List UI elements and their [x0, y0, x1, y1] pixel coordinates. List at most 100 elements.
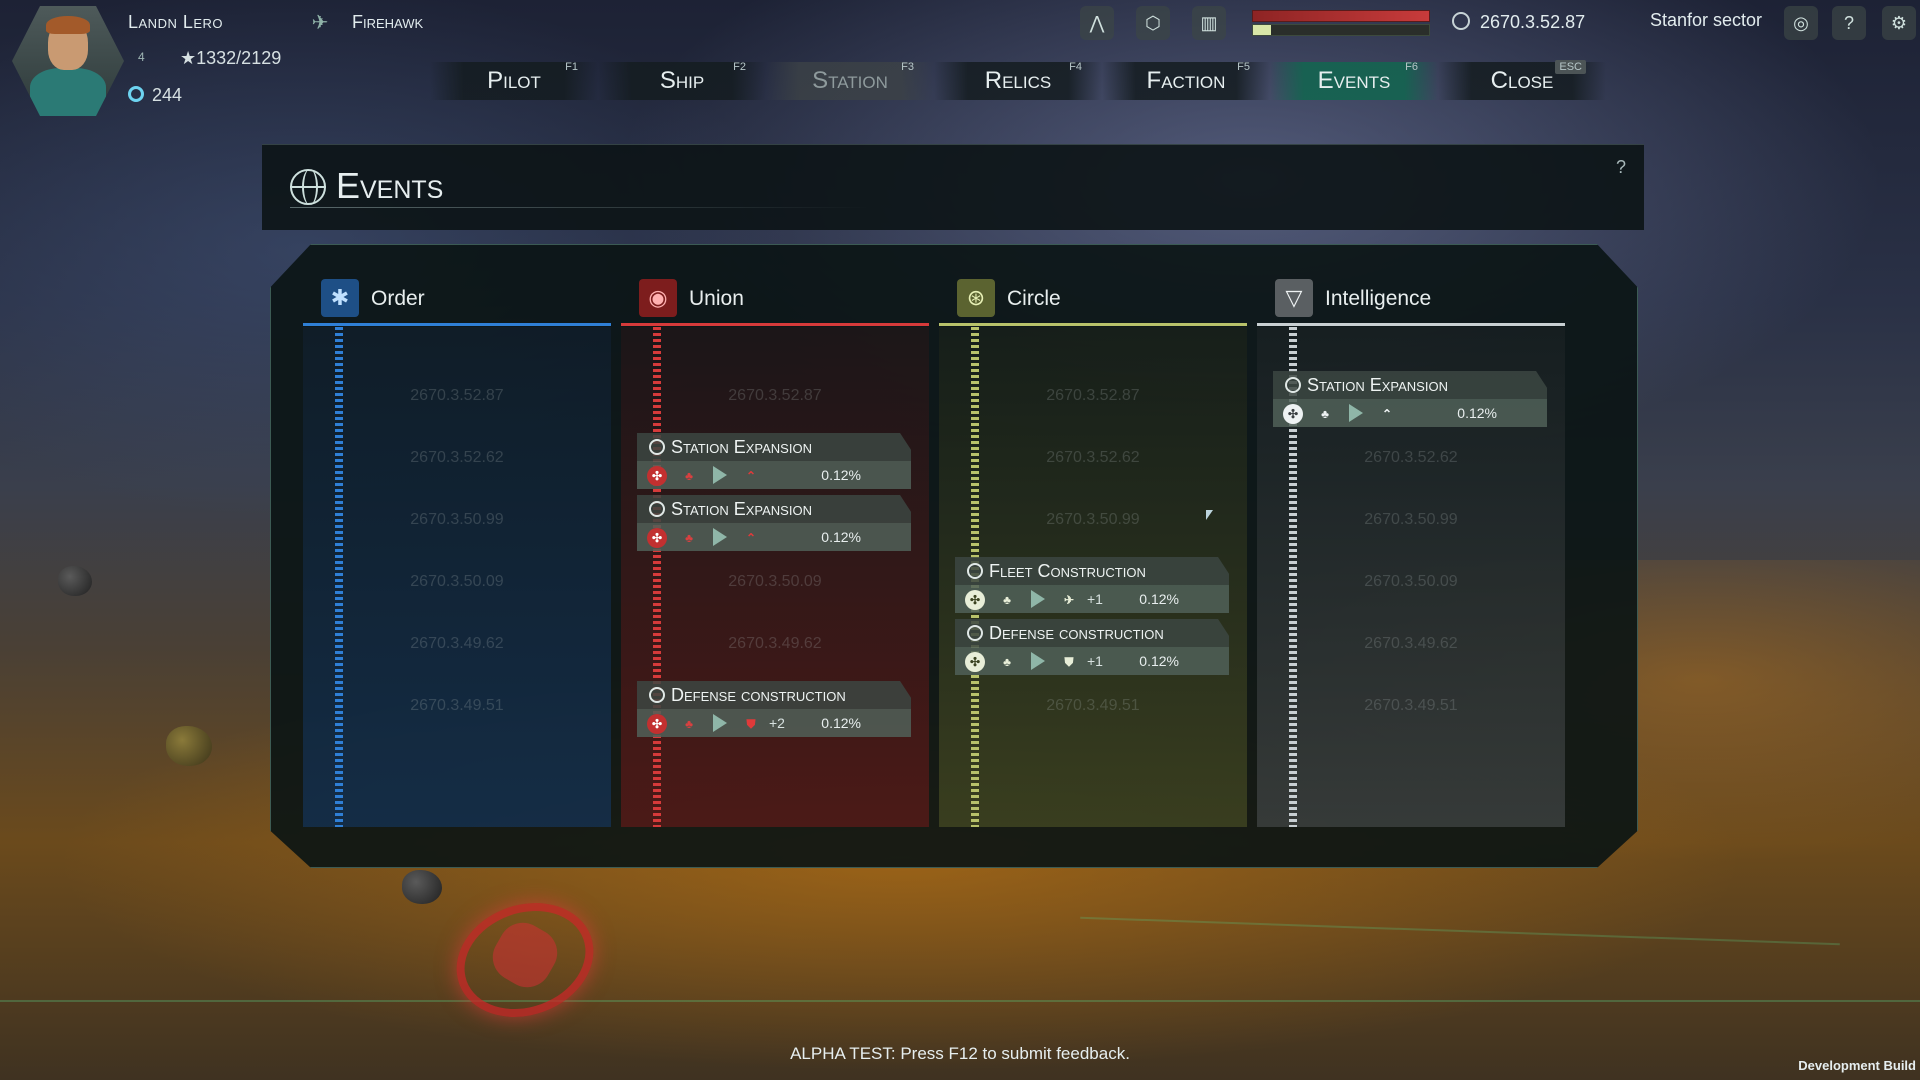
timestamp: 2670.3.52.87 [1046, 387, 1140, 404]
union-icon: ✣ [647, 466, 667, 486]
station-icon[interactable]: ⬡ [1136, 6, 1170, 40]
energy-bar-fill [1253, 25, 1271, 35]
event-card[interactable]: Defense construction ✣ ♣ ⛊ +2 0.12% [637, 681, 911, 737]
timer-icon [649, 501, 665, 517]
circle-icon: ✣ [965, 652, 985, 672]
pilot-xp-value: 1332/2129 [196, 48, 282, 68]
tab-label: Faction [1146, 67, 1226, 94]
tab-hotkey: F1 [565, 61, 578, 73]
column-title: Order [371, 287, 425, 310]
avatar-hair [46, 16, 90, 34]
timestamp: 2670.3.50.99 [1046, 511, 1140, 528]
asteroid [402, 870, 442, 904]
union-icon: ✣ [647, 714, 667, 734]
column-body [303, 327, 611, 827]
event-title: Fleet Construction [989, 561, 1146, 581]
settings-gear-icon[interactable]: ⚙ [1882, 6, 1916, 40]
circle-faction-icon: ⊛ [957, 279, 995, 317]
ship-name: Firehawk [352, 12, 424, 32]
event-extra-count: +2 [769, 715, 785, 731]
events-title-bar: Events ? [262, 144, 1644, 230]
tab-hotkey: F2 [733, 61, 746, 73]
cargo-icon[interactable]: ▥ [1192, 6, 1226, 40]
timeline-track [653, 327, 661, 827]
build-label: Development Build [1798, 1058, 1916, 1073]
timestamp: 2670.3.49.62 [728, 635, 822, 652]
event-header: Defense construction [637, 681, 911, 709]
event-title: Station Expansion [671, 437, 812, 457]
tab-label: Close [1490, 67, 1554, 94]
event-percent: 0.12% [821, 529, 861, 545]
arrow-right-icon [713, 528, 727, 546]
timestamp: 2670.3.49.62 [1364, 635, 1458, 652]
panel-help-button[interactable]: ? [1615, 157, 1626, 177]
tab-label: Relics [984, 67, 1052, 94]
intelligence-faction-icon: ▽ [1275, 279, 1313, 317]
arrow-right-icon [1349, 404, 1363, 422]
event-title: Defense construction [671, 685, 846, 705]
event-card[interactable]: Fleet Construction ✣ ♣ ✈ +1 0.12% [955, 557, 1229, 613]
arrow-right-icon [713, 466, 727, 484]
timer-icon [1285, 377, 1301, 393]
column-accent-line [1257, 323, 1565, 326]
pilot-name: Landn Lero [128, 12, 224, 32]
energy-bar [1252, 24, 1430, 36]
faction-column-union: ◉ Union 2670.3.52.87 2670.3.50.09 2670.3… [621, 275, 929, 827]
event-extra-count: +1 [1087, 591, 1103, 607]
timer-icon [649, 687, 665, 703]
pilot-xp: ★1332/2129 [180, 48, 281, 69]
event-details: ✣ ♣ ⛊ +1 0.12% [955, 647, 1229, 675]
column-title: Intelligence [1325, 287, 1432, 310]
sector-map-icon[interactable]: ◎ [1784, 6, 1818, 40]
star-icon: ★ [180, 48, 197, 68]
order-faction-icon: ✱ [321, 279, 359, 317]
events-panel: ✱ Order 2670.3.52.87 2670.3.52.62 2670.3… [270, 244, 1638, 868]
column-header: ✱ Order [315, 277, 615, 321]
alpha-feedback-note: ALPHA TEST: Press F12 to submit feedback… [790, 1044, 1130, 1063]
event-header: Station Expansion [637, 495, 911, 523]
event-percent: 0.12% [1457, 405, 1497, 421]
event-card[interactable]: Station Expansion ✣ ♣ ⌃ 0.12% [637, 433, 911, 489]
station-upgrade-icon: ⌃ [1381, 407, 1393, 421]
arrow-right-icon [1031, 652, 1045, 670]
column-header: ▽ Intelligence [1269, 277, 1569, 321]
fleet-icon[interactable]: ⋀ [1080, 6, 1114, 40]
event-details: ✣ ♣ ⌃ 0.12% [1273, 399, 1547, 427]
sector-name: Stanfor sector [1650, 10, 1763, 30]
tab-hotkey: ESC [1555, 60, 1586, 74]
event-card[interactable]: Station Expansion ✣ ♣ ⌃ 0.12% [1273, 371, 1547, 427]
timestamp: 2670.3.49.62 [410, 635, 504, 652]
credits-icon [128, 86, 144, 102]
event-header: Station Expansion [1273, 371, 1547, 399]
event-details: ✣ ♣ ✈ +1 0.12% [955, 585, 1229, 613]
pilot-avatar[interactable] [12, 6, 124, 116]
tab-hotkey: F4 [1069, 61, 1082, 73]
column-title: Circle [1007, 287, 1061, 310]
event-header: Station Expansion [637, 433, 911, 461]
tab-hotkey: F3 [901, 61, 914, 73]
column-accent-line [303, 323, 611, 326]
event-percent: 0.12% [1139, 653, 1179, 669]
event-title: Defense construction [989, 623, 1164, 643]
help-button[interactable]: ? [1832, 6, 1866, 40]
tab-relics[interactable]: Relics F4 [934, 61, 1102, 100]
resources-icon: ♣ [1003, 593, 1011, 607]
intelligence-icon: ✣ [1283, 404, 1303, 424]
avatar-suit [30, 68, 106, 116]
event-card[interactable]: Station Expansion ✣ ♣ ⌃ 0.12% [637, 495, 911, 551]
event-card[interactable]: Defense construction ✣ ♣ ⛊ +1 0.12% [955, 619, 1229, 675]
station-upgrade-icon: ⌃ [745, 469, 757, 483]
timestamp: 2670.3.50.99 [410, 511, 504, 528]
timeline-track [335, 327, 343, 827]
timestamp: 2670.3.52.62 [1046, 449, 1140, 466]
event-percent: 0.12% [821, 715, 861, 731]
asteroid [166, 726, 212, 766]
timestamp: 2670.3.50.09 [728, 573, 822, 590]
timestamp: 2670.3.49.51 [1046, 697, 1140, 714]
